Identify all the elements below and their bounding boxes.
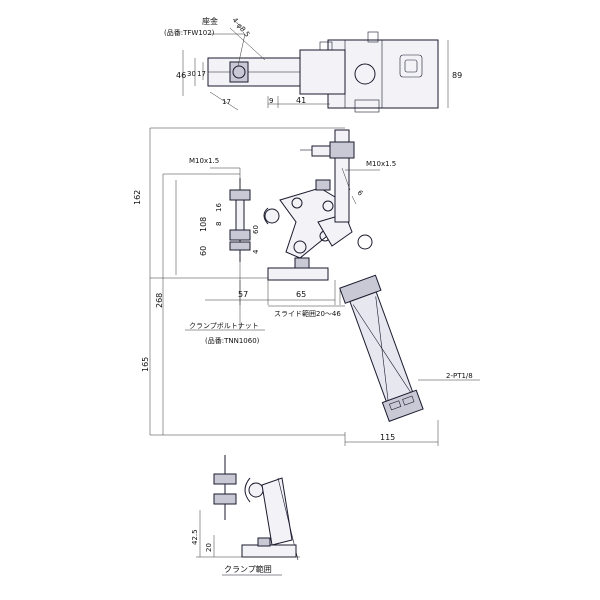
dim-162: 162 — [133, 190, 142, 205]
rod-bolt — [311, 145, 331, 157]
label-m10-left: M10x1.5 — [189, 157, 219, 165]
dim-8: 8 — [215, 222, 223, 226]
label-clamp-range: クランプ範囲 — [224, 564, 272, 574]
label-slide-range: スライド範囲20～46 — [274, 309, 341, 318]
link-block-top — [299, 49, 346, 95]
dim-57: 57 — [238, 290, 248, 299]
dim-20: 20 — [205, 543, 213, 552]
dim-16: 16 — [215, 203, 223, 212]
label-m10-right: M10x1.5 — [366, 160, 396, 168]
pivot-pin — [357, 234, 373, 250]
pivot-top — [354, 63, 376, 85]
dim-9: 9 — [269, 97, 273, 105]
dim-17: 17 — [197, 70, 206, 78]
dim-42-5: 42.5 — [191, 529, 199, 545]
dim-4: 4 — [252, 249, 260, 254]
dim-30: 30 — [187, 70, 196, 78]
dim-108: 108 — [199, 217, 208, 232]
dim-6: 6 — [356, 189, 365, 198]
detail-arm — [261, 477, 293, 546]
dim-46: 46 — [176, 71, 186, 80]
spindle-pad — [264, 208, 280, 224]
label-seat-metal: 座金 — [202, 16, 218, 26]
air-cylinder — [339, 274, 424, 422]
dim-41: 41 — [296, 96, 306, 105]
label-holes: 4-φ8.5 — [230, 16, 251, 39]
dim-65: 65 — [296, 290, 306, 299]
label-bolt-nut: クランプボルトナット — [189, 322, 259, 330]
dim-115: 115 — [380, 433, 395, 442]
dim-165: 165 — [141, 357, 150, 372]
detail-view: 42.5 20 クランプ範囲 — [191, 455, 300, 576]
dim-89: 89 — [452, 71, 462, 80]
detail-nut-upper — [213, 473, 237, 485]
nut-lower-2 — [229, 241, 251, 251]
label-seat-metal-part: (品番:TFW102) — [164, 29, 215, 37]
dim-268: 268 — [155, 293, 164, 308]
base-block — [267, 267, 329, 281]
pad-arc — [263, 207, 269, 225]
rod-collar — [329, 141, 355, 159]
top-view: 46 30 17 17 9 41 89 座金 (品番:TFW102) 4-φ8.… — [164, 16, 462, 113]
front-view: 162 268 165 108 60 16 8 60 4 6 — [133, 127, 480, 446]
detail-pad — [248, 482, 264, 498]
slot-inner-top — [404, 59, 418, 73]
nut-lower-1 — [229, 229, 251, 241]
detail-nut-lower — [213, 493, 237, 505]
base-plate-top — [327, 39, 439, 109]
nut-upper — [229, 189, 251, 201]
label-bolt-nut-part: (品番:TNN1060) — [205, 337, 260, 345]
dim-60: 60 — [199, 246, 208, 256]
dim-60b: 60 — [252, 225, 260, 234]
dim-17b: 17 — [222, 98, 231, 106]
label-port: 2-PT1/8 — [446, 372, 473, 380]
slot-top — [399, 54, 423, 78]
detail-base — [241, 544, 297, 558]
